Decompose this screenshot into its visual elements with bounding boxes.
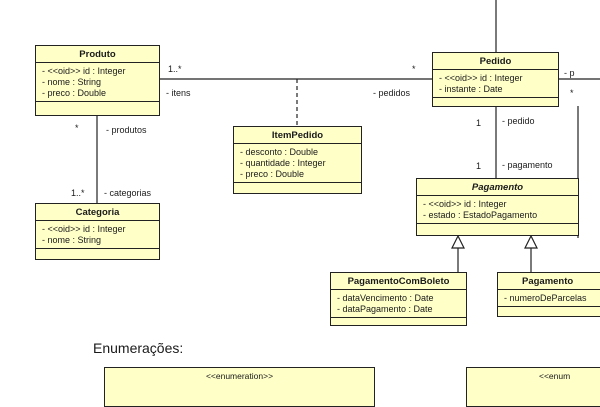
attribute: - preco : Double: [42, 88, 107, 98]
multiplicity-label: *: [75, 123, 79, 133]
attribute: - <<oid>> id : Integer: [423, 199, 507, 209]
enumerations-title: Enumerações:: [93, 340, 184, 356]
class-name: ItemPedido: [234, 127, 361, 144]
attribute: - <<oid>> id : Integer: [439, 73, 523, 83]
class-pedido[interactable]: Pedido - <<oid>> id : Integer - instante…: [432, 52, 559, 107]
attribute: - desconto : Double: [240, 147, 319, 157]
class-name: Categoria: [36, 204, 159, 221]
attribute: - preco : Double: [240, 169, 305, 179]
class-pagamento-com-boleto[interactable]: PagamentoComBoleto - dataVencimento : Da…: [330, 272, 467, 326]
role-label-itens: - itens: [166, 88, 191, 98]
class-name: Pagamento: [417, 179, 578, 196]
class-name: Pagamento: [498, 273, 600, 290]
role-label-pagamento: - pagamento: [502, 160, 553, 170]
multiplicity-label: 1: [476, 118, 482, 128]
attribute: - estado : EstadoPagamento: [423, 210, 538, 220]
class-item-pedido[interactable]: ItemPedido - desconto : Double - quantid…: [233, 126, 362, 194]
attribute: - <<oid>> id : Integer: [42, 224, 126, 234]
class-operations: [234, 183, 361, 189]
role-label-right-edge: - p: [564, 68, 575, 78]
role-label-pedidos: - pedidos: [373, 88, 411, 98]
class-operations: [36, 102, 159, 108]
class-name: Produto: [36, 46, 159, 63]
attribute: - dataVencimento : Date: [337, 293, 434, 303]
multiplicity-label: *: [570, 88, 574, 98]
class-name: PagamentoComBoleto: [331, 273, 466, 290]
attribute: - instante : Date: [439, 84, 503, 94]
role-label-produtos: - produtos: [106, 125, 147, 135]
enumeration-stereotype: <<enumeration>>: [205, 371, 274, 381]
multiplicity-label: 1..*: [71, 188, 85, 198]
class-attributes: - <<oid>> id : Integer - estado : Estado…: [417, 196, 578, 224]
enumeration-stereotype: <<enum: [539, 371, 571, 381]
enumeration-box[interactable]: <<enumeration>>: [104, 367, 375, 407]
class-attributes: - desconto : Double - quantidade : Integ…: [234, 144, 361, 183]
attribute: - <<oid>> id : Integer: [42, 66, 126, 76]
multiplicity-label: 1: [476, 161, 482, 171]
class-attributes: - <<oid>> id : Integer - instante : Date: [433, 70, 558, 98]
class-operations: [36, 249, 159, 255]
class-attributes: - <<oid>> id : Integer - nome : String: [36, 221, 159, 249]
class-attributes: - <<oid>> id : Integer - nome : String -…: [36, 63, 159, 102]
attribute: - nome : String: [42, 235, 102, 245]
class-operations: [433, 98, 558, 104]
class-categoria[interactable]: Categoria - <<oid>> id : Integer - nome …: [35, 203, 160, 260]
attribute: - numeroDeParcelas: [504, 293, 587, 303]
class-operations: [331, 318, 466, 324]
attribute: - nome : String: [42, 77, 102, 87]
role-label-categorias: - categorias: [104, 188, 152, 198]
multiplicity-label: *: [412, 64, 416, 74]
class-attributes: - dataVencimento : Date - dataPagamento …: [331, 290, 466, 318]
attribute: - dataPagamento : Date: [337, 304, 433, 314]
class-operations: [417, 224, 578, 230]
multiplicity-label: 1..*: [168, 64, 182, 74]
enumeration-box[interactable]: <<enum: [466, 367, 600, 407]
class-pagamento[interactable]: Pagamento - <<oid>> id : Integer - estad…: [416, 178, 579, 236]
class-produto[interactable]: Produto - <<oid>> id : Integer - nome : …: [35, 45, 160, 116]
attribute: - quantidade : Integer: [240, 158, 326, 168]
class-pagamento-com-cartao[interactable]: Pagamento - numeroDeParcelas: [497, 272, 600, 317]
class-name: Pedido: [433, 53, 558, 70]
role-label-pedido: - pedido: [502, 116, 535, 126]
class-attributes: - numeroDeParcelas: [498, 290, 600, 307]
